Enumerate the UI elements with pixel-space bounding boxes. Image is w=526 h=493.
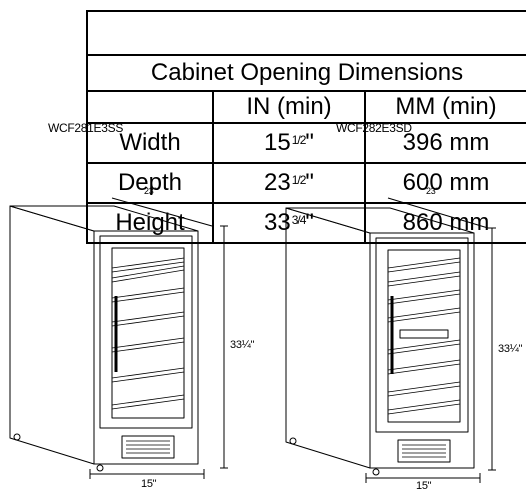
row-mm-width: 396 mm — [363, 122, 526, 164]
row-mm-depth: 600 mm — [363, 162, 526, 204]
table-title: Cabinet Opening Dimensions — [85, 54, 526, 92]
table-title-row: Cabinet Opening Dimensions — [85, 54, 526, 92]
table-header-row: IN (min) MM (min) — [86, 90, 526, 124]
row-in-depth: 231/2" — [212, 162, 366, 204]
cabinet-opening-dimensions-table: Cabinet Opening Dimensions IN (min) MM (… — [85, 10, 526, 244]
row-in-height: 333/4" — [212, 202, 366, 244]
right-cabinet-front — [369, 232, 475, 469]
row-label-height: Height — [86, 202, 214, 244]
row-in-width: 151/2" — [212, 122, 366, 164]
right-height-label: 33¼" — [498, 343, 523, 355]
left-cabinet-side — [9, 205, 95, 465]
right-cabinet-side — [285, 207, 371, 469]
right-model-label: WCF282E3SD — [336, 121, 412, 135]
left-depth-label: 23" — [144, 186, 157, 196]
right-depth-label: 23" — [426, 186, 439, 196]
header-in: IN (min) — [212, 90, 366, 124]
right-width-label: 15" — [416, 480, 432, 492]
left-model-label: WCF281E3SS — [48, 121, 124, 135]
left-height-label: 33¼" — [230, 339, 255, 351]
header-mm: MM (min) — [363, 90, 526, 124]
table-blank-row — [85, 10, 526, 56]
right-vent — [397, 439, 451, 463]
right-control-panel — [399, 329, 449, 339]
row-label-depth: Depth — [86, 162, 214, 204]
left-shelves — [111, 257, 185, 410]
left-vent — [121, 435, 175, 459]
table-row: Depth 231/2" 600 mm — [86, 162, 526, 204]
right-door-glass — [387, 249, 461, 423]
left-door-frame — [99, 235, 193, 429]
table-row: Height 333/4" 860 mm — [86, 202, 526, 244]
table-row: Width 151/2" 396 mm — [86, 122, 526, 164]
row-mm-height: 860 mm — [363, 202, 526, 244]
right-shelves — [387, 257, 461, 415]
row-label-width: Width — [86, 122, 214, 164]
header-blank-cell — [86, 90, 214, 124]
left-width-label: 15" — [141, 478, 157, 490]
left-door-glass — [111, 247, 185, 419]
